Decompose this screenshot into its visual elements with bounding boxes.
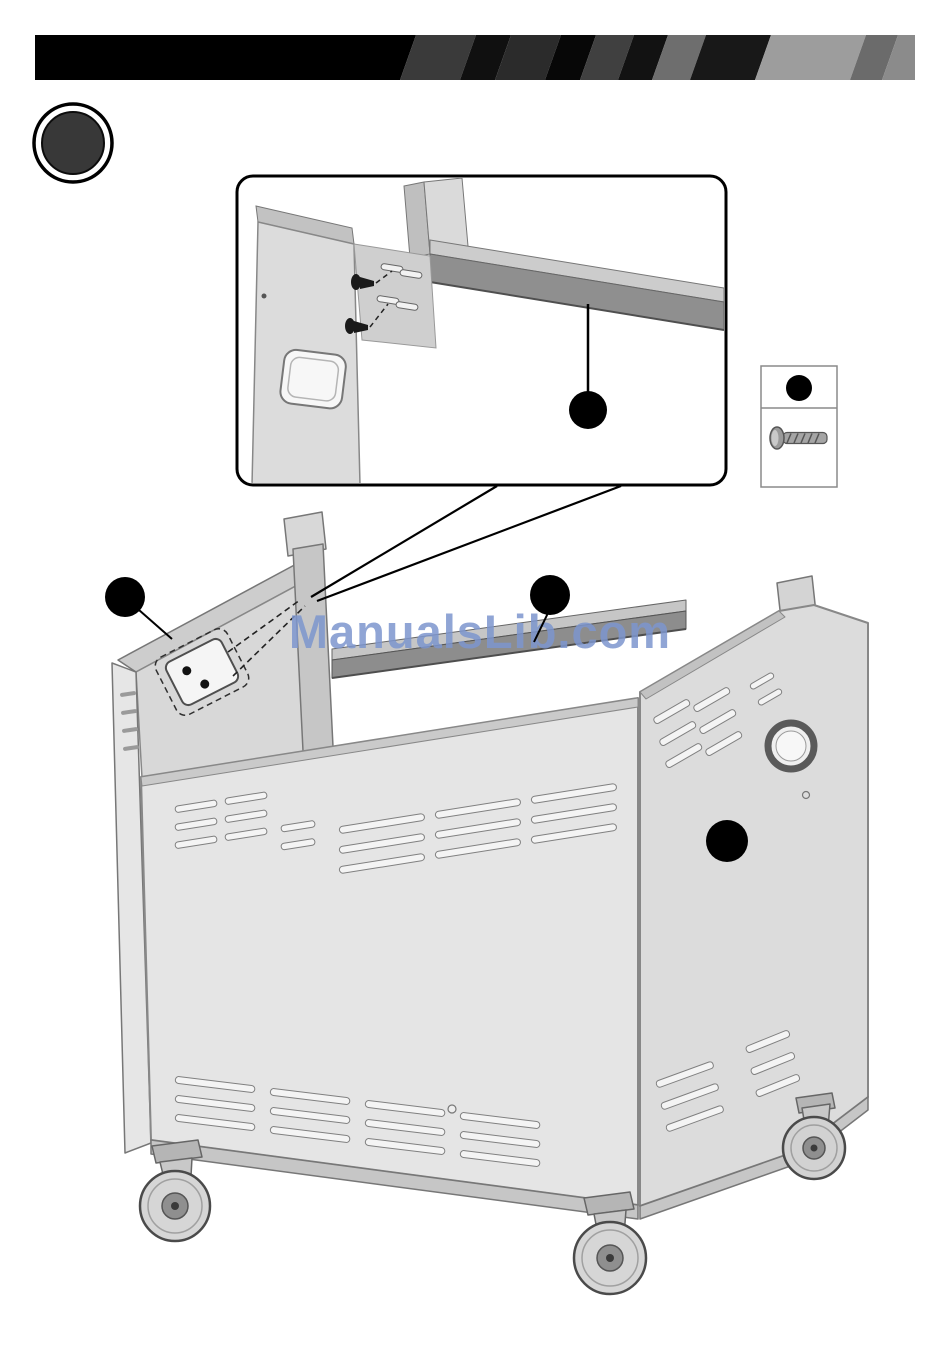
header-segment — [545, 35, 596, 80]
callout-markers — [105, 575, 748, 862]
caster-front-left — [138, 1139, 212, 1243]
grill-cart-illustration — [111, 511, 869, 1296]
header-segment — [580, 35, 634, 80]
vent-slot-group — [655, 1030, 801, 1132]
callout-leader-line — [533, 612, 549, 643]
callout-dot — [105, 577, 145, 617]
panel-screw-hole — [801, 790, 811, 800]
callout-dot — [569, 391, 607, 429]
vent-slot-group — [174, 1076, 541, 1167]
screw-icon — [769, 426, 828, 450]
watermark-text: ManualsLib.com — [289, 605, 671, 658]
rear-crossbar — [331, 599, 687, 679]
header-segment — [882, 35, 915, 80]
caster-right — [781, 1092, 847, 1181]
hardware-legend — [760, 365, 838, 488]
detail-view-content — [251, 178, 724, 483]
caster-front-middle — [572, 1191, 648, 1296]
vent-slot-group — [653, 672, 783, 769]
header-segment — [755, 35, 866, 80]
bracket-slots — [376, 263, 423, 311]
vent-slot-group — [120, 691, 139, 751]
header-bar — [35, 35, 915, 80]
detail-bracket — [353, 243, 437, 349]
panel-screw-hole — [261, 293, 267, 299]
step-number-circle — [32, 102, 114, 184]
header-segment — [495, 35, 561, 80]
screw-head — [182, 666, 192, 676]
vent-slot-group — [174, 791, 316, 851]
base-rail-front — [150, 1139, 639, 1220]
header-segment — [652, 35, 706, 80]
screw-alignment-dashed-lines — [227, 599, 306, 677]
callout-dot — [706, 820, 748, 862]
callout-dot — [786, 375, 812, 401]
header-segment — [460, 35, 511, 80]
detail-panel-hole — [279, 348, 347, 410]
panel-screw-hole — [447, 1104, 457, 1114]
header-segment — [618, 35, 668, 80]
header-segment — [400, 35, 476, 80]
callout-dot — [530, 575, 570, 615]
detail-screws — [345, 274, 374, 334]
header-segment — [690, 35, 771, 80]
vent-slot-group — [338, 783, 617, 874]
back-panel — [140, 697, 639, 1206]
screw-head — [200, 679, 210, 689]
detail-callout-box — [235, 174, 728, 603]
side-panel-hole — [764, 719, 818, 773]
detail-crossbar — [429, 239, 724, 331]
callout-leader-line — [138, 609, 173, 640]
left-edge-strip — [111, 662, 152, 1154]
screw-alignment-dashed-lines — [369, 270, 393, 328]
header-segment — [35, 35, 416, 80]
mounting-plate-dashed-outline — [154, 628, 250, 716]
right-side-panel — [639, 604, 869, 1207]
mounting-plate — [154, 628, 250, 716]
detail-zoom-lines — [310, 484, 622, 603]
step-badge-disc — [41, 111, 105, 175]
